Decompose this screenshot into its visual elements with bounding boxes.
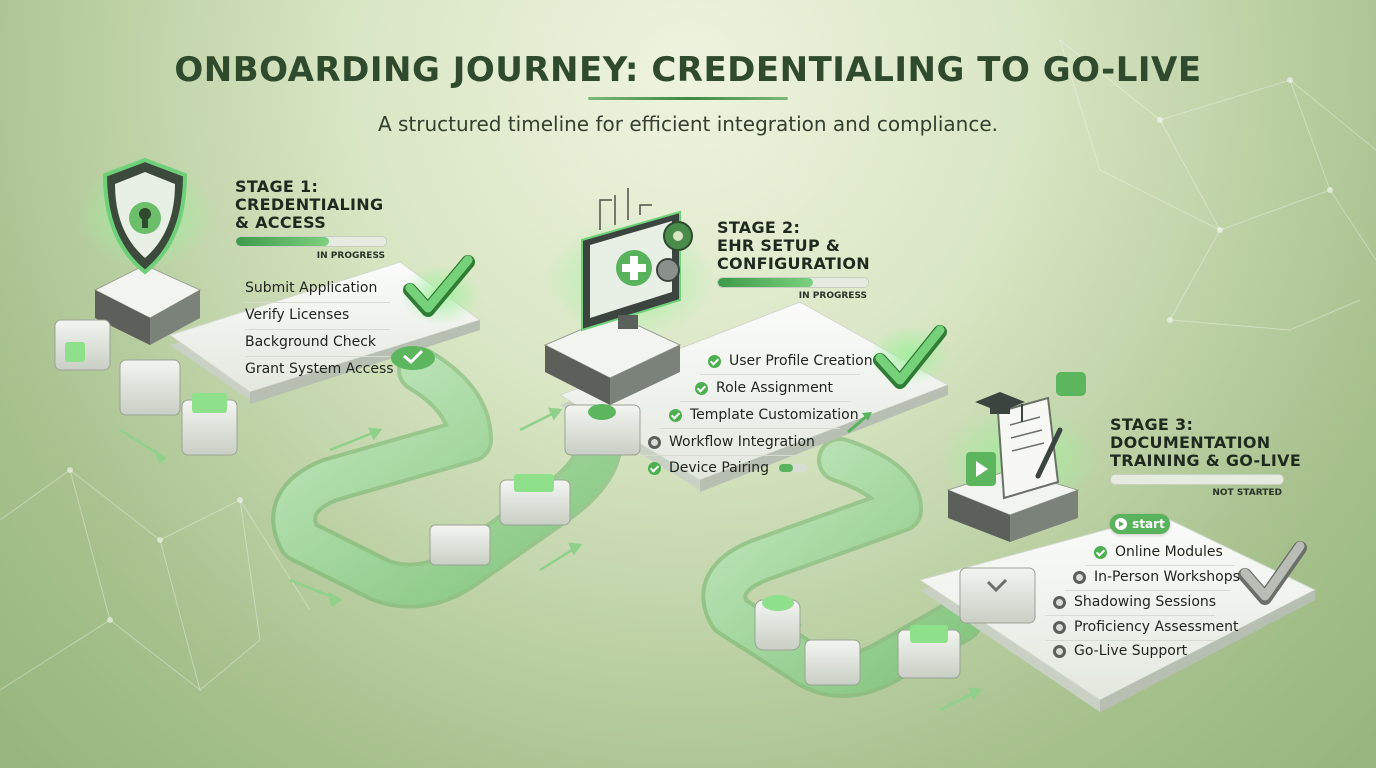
monitor-gear-icon xyxy=(543,188,715,405)
divider xyxy=(660,428,840,429)
divider xyxy=(245,329,390,330)
stage2-progress-bar xyxy=(717,277,869,288)
divider xyxy=(680,401,850,402)
device-pairing-toggle[interactable] xyxy=(779,464,808,472)
person-circle-icon xyxy=(1053,644,1066,658)
stage3-progress-bar xyxy=(1110,474,1284,485)
check-circle-icon xyxy=(708,354,721,368)
divider xyxy=(700,374,860,375)
stage1-item: Submit Application xyxy=(245,280,378,296)
pending-circle-icon xyxy=(648,435,661,449)
stage1-progress-bar xyxy=(235,236,387,247)
start-button[interactable]: start xyxy=(1110,514,1170,534)
stage1-progress-fill xyxy=(236,237,329,246)
stage2-check-icon xyxy=(847,325,950,434)
check-circle-icon xyxy=(695,381,708,395)
stage3-item: In-Person Workshops xyxy=(1073,569,1240,585)
shield-lock-icon xyxy=(75,157,215,345)
divider xyxy=(1065,590,1230,591)
stage2-item: Template Customization xyxy=(669,407,859,423)
stage1-item: Background Check xyxy=(245,334,377,350)
divider xyxy=(1045,615,1215,616)
stage2-item: Device Pairing xyxy=(648,460,808,476)
check-circle-icon xyxy=(648,461,661,475)
stage1-item: Grant System Access xyxy=(245,361,394,377)
stage3-item: Proficiency Assessment xyxy=(1053,619,1239,635)
stage2-title: STAGE 2: EHR SETUP & CONFIGURATION xyxy=(717,218,870,273)
person-circle-icon xyxy=(1053,620,1066,634)
person-circle-icon xyxy=(1073,570,1086,584)
stage3-item: Shadowing Sessions xyxy=(1053,594,1216,610)
stage2-item: Role Assignment xyxy=(695,380,833,396)
divider xyxy=(1045,640,1215,641)
stage1-status: IN PROGRESS xyxy=(316,251,385,261)
document-graduation-icon xyxy=(940,372,1100,542)
stage1-item: Verify Licenses xyxy=(245,307,350,323)
divider xyxy=(245,356,390,357)
stage3-item: Online Modules xyxy=(1094,544,1223,560)
title-underline xyxy=(588,97,788,100)
stage2-item: User Profile Creation xyxy=(708,353,873,369)
stage1-cubes xyxy=(54,319,238,456)
stage2-status: IN PROGRESS xyxy=(798,291,867,301)
person-circle-icon xyxy=(1053,595,1066,609)
stage3-item: Go-Live Support xyxy=(1053,643,1187,659)
page-subtitle: A structured timeline for efficient inte… xyxy=(377,112,999,136)
check-circle-icon xyxy=(669,408,682,422)
stage3-check-icon xyxy=(1238,541,1307,605)
stage2-item: Workflow Integration xyxy=(648,434,815,450)
divider xyxy=(640,455,810,456)
stage2-cube xyxy=(429,404,641,566)
stage3-title: STAGE 3: DOCUMENTATION TRAINING & GO-LIV… xyxy=(1110,415,1302,470)
check-circle-icon xyxy=(1094,545,1107,559)
page-title: ONBOARDING JOURNEY: CREDENTIALING TO GO-… xyxy=(174,50,1202,90)
divider xyxy=(245,302,390,303)
play-icon xyxy=(1115,518,1128,530)
divider xyxy=(1085,565,1235,566)
stage1-title: STAGE 1: CREDENTIALING & ACCESS xyxy=(235,177,384,232)
stage3-status: NOT STARTED xyxy=(1212,488,1282,498)
stage1-check-icon xyxy=(391,255,480,370)
stage3-cubes xyxy=(754,567,1036,686)
stage2-progress-fill xyxy=(718,278,813,287)
